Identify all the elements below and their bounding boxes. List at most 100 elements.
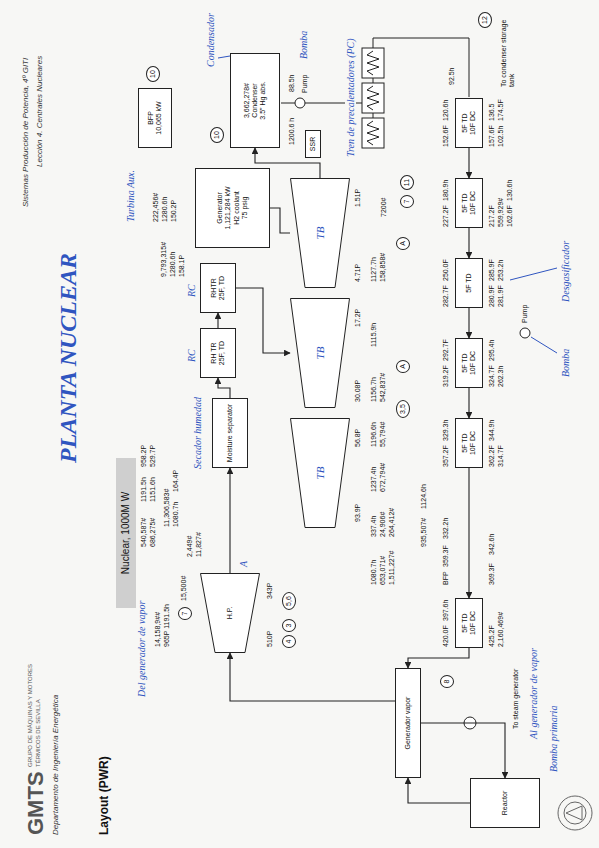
component-label: TB [314, 467, 327, 480]
callout-number: A [396, 237, 410, 250]
component-label: H.P. [226, 607, 234, 620]
flow-value: 88.5h [288, 73, 296, 93]
flow-value: 295.4h [488, 339, 496, 362]
flow-value: 1151.6h [149, 476, 157, 503]
pipe-connector [468, 228, 469, 258]
header-text: Departamento de Ingeniería Energética [52, 694, 61, 836]
flow-value: 1080.7h [172, 501, 180, 528]
steam-generator-box: Generador vapor [395, 668, 421, 778]
university-seal [558, 796, 592, 830]
flow-value: 686,275# [149, 517, 157, 548]
flow-value: 425.2F [488, 624, 496, 648]
flow-value: 2,449# [186, 535, 194, 558]
flow-value: 344.9h [488, 419, 496, 442]
flow-value: 1124.6h [420, 483, 428, 510]
handwritten-note: Del generador de vapor [136, 600, 147, 698]
flow-value: 158.1P [178, 254, 186, 278]
ssr-box: SSR [305, 130, 321, 158]
university-seal [564, 802, 586, 824]
flow-value: 262.3h [497, 365, 505, 388]
handwritten-note: RC [186, 283, 197, 298]
feedwater-heater: 5F TD10F DC [455, 338, 483, 388]
flow-value: 1191.5h [140, 476, 148, 503]
callout-number: 3 [282, 619, 296, 632]
callout-number: 7 [178, 607, 192, 620]
component-label: 10F DC [469, 111, 477, 135]
flow-value: 120.6h [442, 99, 450, 122]
component-label: 5F TD [461, 193, 469, 212]
hp-turbine: H.P. [200, 573, 260, 653]
moisture-separator: Moisture separator [212, 398, 248, 468]
flow-value: 1196.6h [370, 421, 378, 448]
flow-value: 9,793,315# [160, 241, 168, 278]
flow-value: 1,511,227# [388, 549, 396, 586]
component-label: 3,5 [399, 404, 407, 414]
lp-turbine: TB [290, 298, 350, 408]
feedwater-heater: 5F TD [455, 258, 483, 308]
component-label: 10 [149, 70, 157, 78]
component-label: 10,065 kW [155, 101, 163, 134]
header-text: TÉRMICOS DE SEVILLA [35, 698, 42, 768]
flow-value: 158,858# [379, 252, 387, 283]
flow-value: 55,794# [379, 421, 387, 448]
pipe-connector [408, 648, 469, 668]
flow-value: 1280.6h [161, 196, 169, 223]
flow-value: 14,158,9## [154, 611, 162, 648]
component-label: 5F TD [461, 353, 469, 372]
flow-value: 1.51P [354, 188, 362, 208]
flow-value: 30.08P [354, 379, 362, 403]
pipe-connector [468, 148, 469, 178]
handwritten-note: Bomba primaria [548, 705, 559, 773]
component-label: 75 psig [241, 197, 249, 220]
leader-line [218, 56, 230, 58]
callout-number: 12 [478, 12, 492, 28]
pipe [373, 113, 374, 118]
flow-value: 227.2F [442, 204, 450, 228]
flow-value: 1280.6h [169, 251, 177, 278]
feedwater-heater: 5F TD10F DC [455, 98, 483, 148]
pipe-connector [229, 468, 230, 573]
component-label: 11 [403, 179, 411, 186]
flow-value: 130.6h [506, 179, 514, 202]
component-label: Nuclear, 1000M W [120, 492, 132, 574]
callout-number: 7 [400, 195, 414, 208]
flow-value: 2,160,469# [497, 611, 505, 648]
flow-value: 1237.4h [370, 466, 378, 493]
pipe [373, 78, 374, 83]
pipe-connector [230, 653, 395, 701]
handwritten-note: Tren de precalentadores (PC) [345, 37, 356, 158]
flow-value: 1080.7h [370, 559, 378, 586]
pipe-connector [218, 378, 230, 398]
university-seal [566, 806, 582, 820]
component-label: 7 [403, 200, 411, 204]
flow-value: 281.9F [497, 284, 505, 308]
flow-value: 56.8P [354, 428, 362, 448]
flow-value: 282.7F [442, 284, 450, 308]
flow-value: 150.2P [170, 199, 178, 223]
flow-value: 1200.6 h [288, 117, 296, 146]
feedwater-heater: 5F TD10F DC [455, 598, 483, 648]
bfp-turbine: BFP10,065 kW [138, 88, 172, 148]
header-text: GMTS [24, 770, 48, 836]
component-label: A [399, 364, 407, 369]
flow-value: To steam generator [512, 668, 520, 730]
component-label: 1,121,284 kW [224, 186, 232, 229]
component-label: 25F, TD [218, 276, 226, 300]
handwritten-note: A [238, 560, 249, 568]
flow-value: 653,071# [379, 555, 387, 586]
pipe-connector [421, 723, 505, 778]
component-label: RHTR [210, 278, 218, 297]
component-label: 3,662,278# [243, 83, 251, 118]
callout-number: 5,6 [282, 592, 296, 610]
component-label: 10F DC [469, 351, 477, 375]
component-label: 10F DC [469, 191, 477, 215]
heater-coil [367, 51, 379, 75]
flow-value: Pump [301, 74, 309, 94]
flow-value: 540,587# [140, 517, 148, 548]
flow-value: 164.4P [172, 469, 180, 493]
lp-turbine: TB [290, 418, 350, 528]
component-label: Reactor [501, 791, 509, 816]
handwritten-note: Secador humedad [192, 396, 203, 470]
component-label: RH TR [210, 342, 218, 363]
